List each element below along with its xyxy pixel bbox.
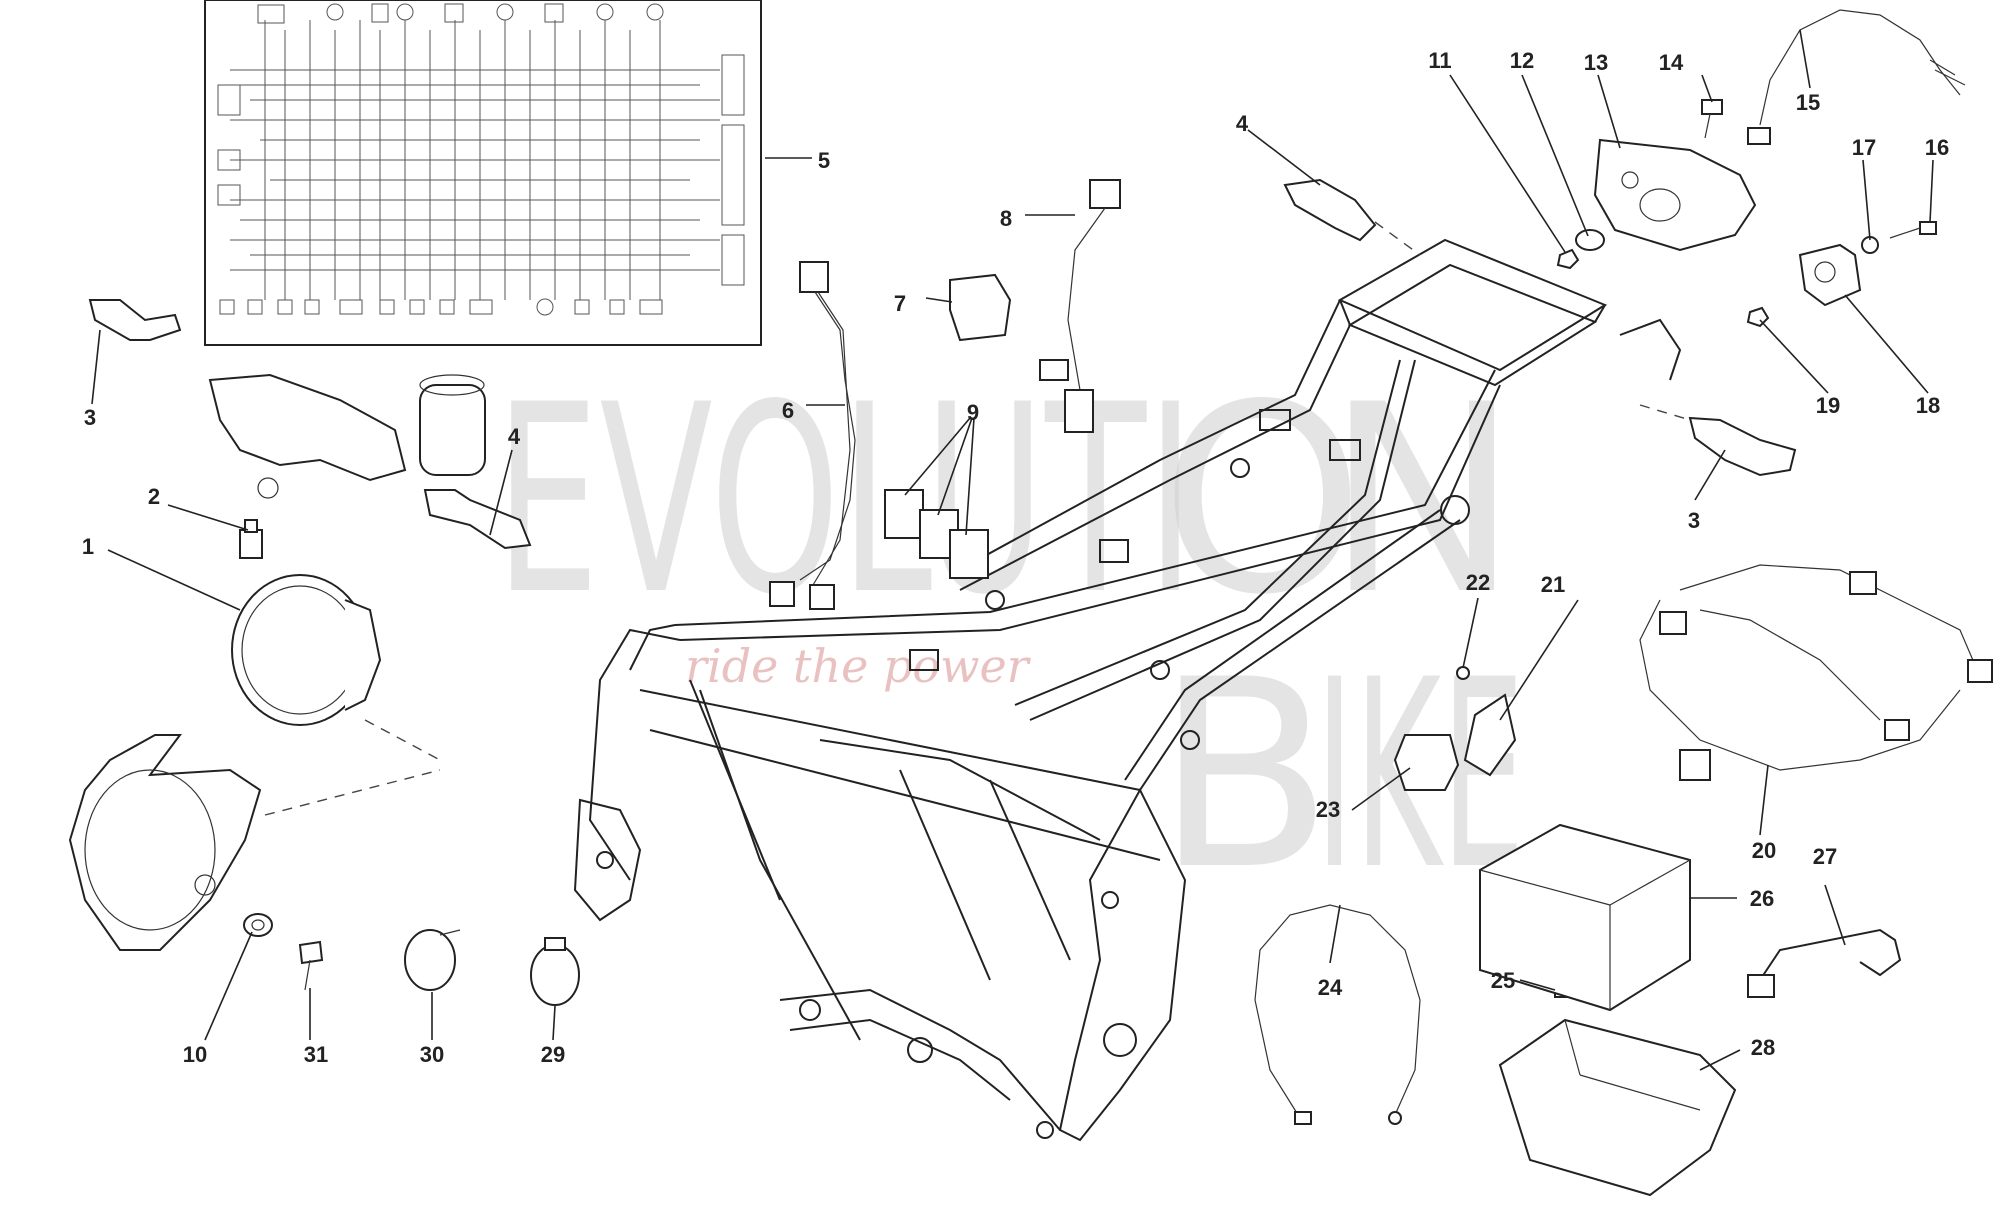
callout-12: 12 — [1510, 48, 1534, 73]
washer-10 — [243, 913, 273, 937]
callout-17: 17 — [1852, 135, 1876, 160]
indicator-top — [1283, 178, 1377, 242]
callout-29: 29 — [541, 1042, 565, 1067]
wire-harness-6 — [769, 261, 856, 610]
wiring-schematic — [204, 0, 762, 346]
ground-wire-24 — [1254, 904, 1421, 1125]
headlight — [231, 574, 382, 726]
watermark-letter-o: O — [1160, 350, 1365, 652]
nut-19 — [1746, 306, 1770, 328]
tail-light — [1593, 138, 1757, 252]
dash-bracket — [208, 373, 407, 499]
leader-lines — [91, 29, 1934, 1071]
cable-8 — [1064, 179, 1121, 433]
nut-11 — [1556, 248, 1580, 270]
callout-3-left: 3 — [84, 405, 96, 430]
horn — [419, 374, 486, 476]
callout-6: 6 — [782, 398, 794, 423]
callout-15: 15 — [1796, 90, 1820, 115]
callout-31: 31 — [304, 1042, 328, 1067]
callout-11: 11 — [1428, 48, 1451, 73]
callout-26: 26 — [1750, 886, 1774, 911]
battery-tray-28 — [1498, 1018, 1737, 1197]
callout-13: 13 — [1584, 50, 1608, 75]
callout-3-right: 3 — [1688, 508, 1700, 533]
screw-31 — [298, 940, 324, 991]
screw-22 — [1456, 666, 1470, 680]
indicator-right — [1688, 416, 1797, 477]
callout-16: 16 — [1925, 135, 1949, 160]
frame — [573, 238, 1682, 1142]
callout-25: 25 — [1491, 968, 1515, 993]
callout-2: 2 — [148, 484, 160, 509]
assembly-lines — [264, 221, 1691, 816]
headlight-fairing — [68, 734, 262, 951]
callout-numbers: 1 2 3 3 4 4 5 6 7 8 9 10 11 12 13 14 15 … — [82, 48, 1949, 1067]
watermark-slogan: ride the power — [685, 639, 1032, 693]
hose-clamp-29 — [530, 937, 580, 1006]
fuses-9 — [884, 489, 989, 579]
callout-27: 27 — [1813, 844, 1837, 869]
callout-7: 7 — [894, 291, 906, 316]
cable-15 — [1747, 9, 1966, 145]
callout-8: 8 — [1000, 206, 1012, 231]
callout-19: 19 — [1816, 393, 1840, 418]
callout-14: 14 — [1659, 50, 1684, 75]
callout-28: 28 — [1751, 1035, 1775, 1060]
callout-22: 22 — [1466, 570, 1490, 595]
relay-7 — [949, 273, 1012, 342]
callout-10: 10 — [183, 1042, 207, 1067]
battery-strap-27 — [1747, 928, 1902, 998]
license-light — [1798, 243, 1862, 307]
watermark-letter-b: B — [1155, 625, 1333, 927]
relay-23 — [1393, 734, 1460, 791]
callout-24: 24 — [1318, 975, 1343, 1000]
callout-23: 23 — [1316, 797, 1340, 822]
grommet-12 — [1575, 229, 1605, 251]
callout-5: 5 — [818, 148, 830, 173]
watermark: EVOLUTI O N B IKE ride the power — [495, 350, 1525, 927]
callout-4-top: 4 — [1236, 111, 1249, 136]
callout-9: 9 — [967, 400, 979, 425]
indicator-left-lower — [423, 489, 532, 550]
battery-26 — [1479, 823, 1691, 1012]
callout-21: 21 — [1541, 572, 1565, 597]
callout-1: 1 — [82, 534, 94, 559]
indicator-left — [88, 299, 182, 341]
watermark-letter-n: N — [1325, 350, 1520, 652]
callout-18: 18 — [1916, 393, 1940, 418]
callout-20: 20 — [1752, 838, 1776, 863]
screw-14 — [1701, 99, 1723, 139]
callout-4-left: 4 — [508, 424, 521, 449]
hose-clamp-30 — [404, 929, 461, 991]
callout-30: 30 — [420, 1042, 444, 1067]
main-harness-20 — [1639, 564, 1993, 781]
screw-16 — [1889, 221, 1937, 239]
bulb — [239, 519, 263, 559]
